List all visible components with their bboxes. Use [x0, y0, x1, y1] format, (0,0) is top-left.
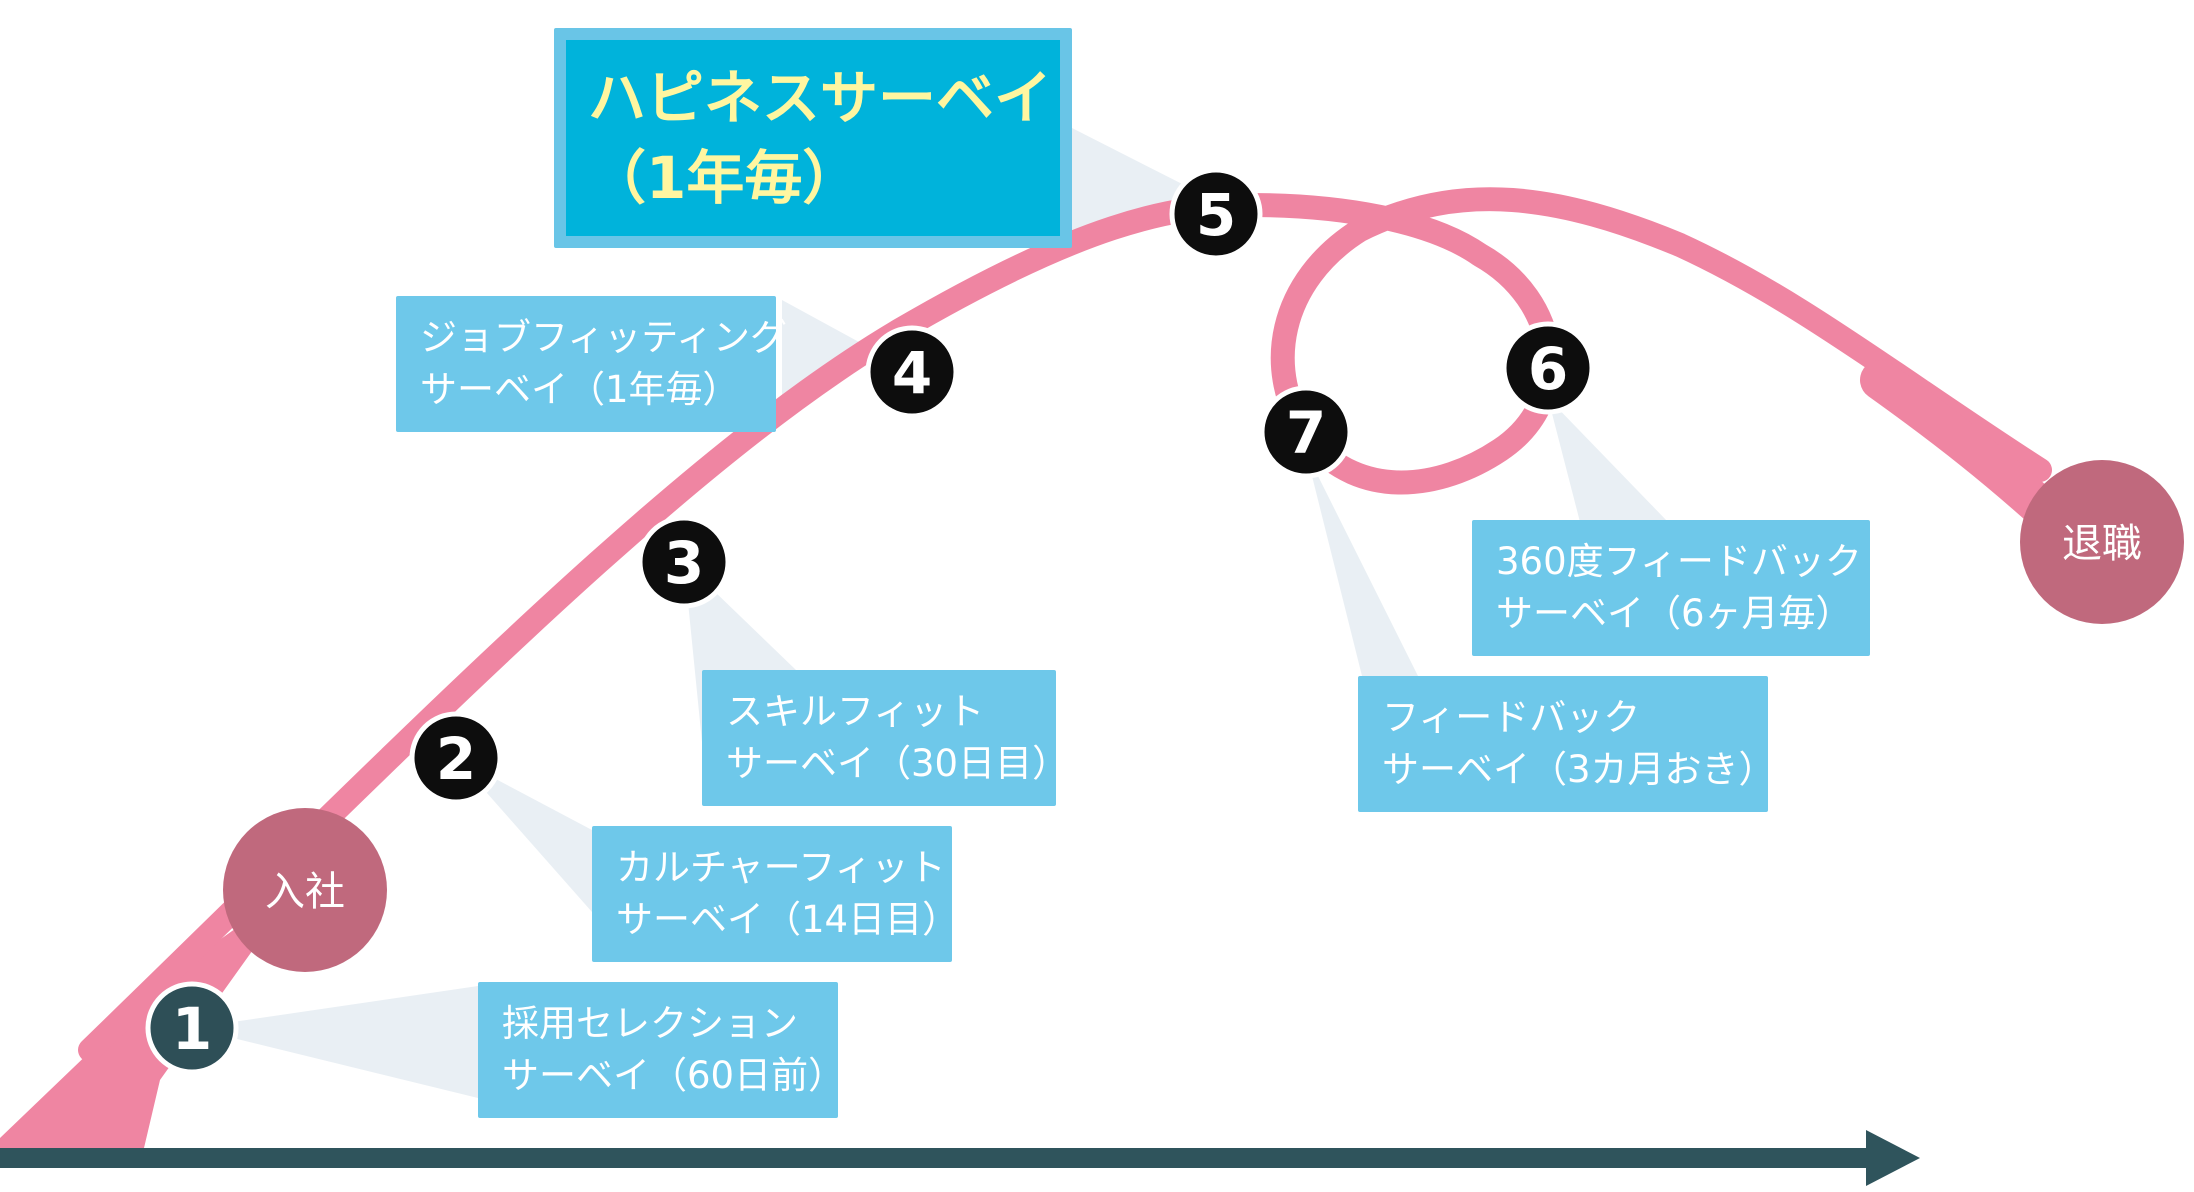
timeline-arrowhead	[1866, 1130, 1920, 1186]
marker-5: 5	[1169, 167, 1263, 261]
survey-3-subtitle: サーベイ（30日目）	[726, 742, 1070, 785]
survey-5-subtitle: （1年毎）	[588, 144, 861, 212]
callout-1	[192, 986, 478, 1098]
marker-3: 3	[637, 515, 731, 609]
survey-6-title: 360度フィードバック	[1496, 540, 1862, 583]
marker-4: 4	[865, 325, 959, 419]
marker-7: 7	[1259, 385, 1353, 479]
marker-2: 2	[409, 711, 503, 805]
callout-2	[456, 758, 592, 912]
milestone-join	[223, 808, 387, 972]
callout-7	[1306, 452, 1418, 676]
survey-3-title: スキルフィット	[726, 690, 985, 733]
marker-6: 6	[1501, 321, 1595, 415]
survey-1-title: 採用セレクション	[502, 1002, 798, 1045]
milestone-join-label: 入社	[265, 869, 345, 915]
timeline-axis	[0, 1148, 1880, 1168]
survey-box-4: ジョブフィッティング サーベイ（1年毎）	[396, 296, 788, 432]
curve-tail	[0, 890, 290, 1148]
marker-5-number: 5	[1196, 181, 1236, 249]
survey-2-title: カルチャーフィット	[616, 846, 946, 889]
marker-2-number: 2	[436, 725, 476, 793]
milestone-leave-label: 退職	[2062, 521, 2142, 567]
callout-5	[1072, 128, 1198, 234]
marker-7-number: 7	[1286, 399, 1326, 467]
survey-4-title: ジョブフィッティング	[420, 316, 788, 359]
survey-4-subtitle: サーベイ（1年毎）	[420, 368, 740, 411]
survey-7-subtitle: サーベイ（3カ月おき）	[1382, 748, 1776, 791]
callout-6	[1548, 398, 1668, 522]
survey-box-3: スキルフィット サーベイ（30日目）	[702, 670, 1070, 806]
survey-1-subtitle: サーベイ（60日前）	[502, 1054, 846, 1097]
survey-box-1: 採用セレクション サーベイ（60日前）	[478, 982, 846, 1118]
marker-1-number: 1	[172, 995, 212, 1063]
marker-3-number: 3	[664, 529, 704, 597]
survey-6-subtitle: サーベイ（6ヶ月毎）	[1496, 592, 1853, 635]
survey-2-subtitle: サーベイ（14日目）	[616, 898, 960, 941]
survey-box-7: フィードバック サーベイ（3カ月おき）	[1358, 676, 1776, 812]
marker-6-number: 6	[1528, 335, 1568, 403]
survey-5-title: ハピネスサーベイ	[588, 64, 1053, 132]
survey-7-title: フィードバック	[1382, 696, 1641, 739]
survey-box-2: カルチャーフィット サーベイ（14日目）	[592, 826, 960, 962]
marker-4-number: 4	[892, 339, 932, 407]
survey-box-5-happiness: ハピネスサーベイ （1年毎）	[554, 28, 1072, 248]
marker-1: 1	[145, 981, 239, 1075]
survey-box-6: 360度フィードバック サーベイ（6ヶ月毎）	[1472, 520, 1870, 656]
milestone-leave	[2020, 460, 2184, 624]
